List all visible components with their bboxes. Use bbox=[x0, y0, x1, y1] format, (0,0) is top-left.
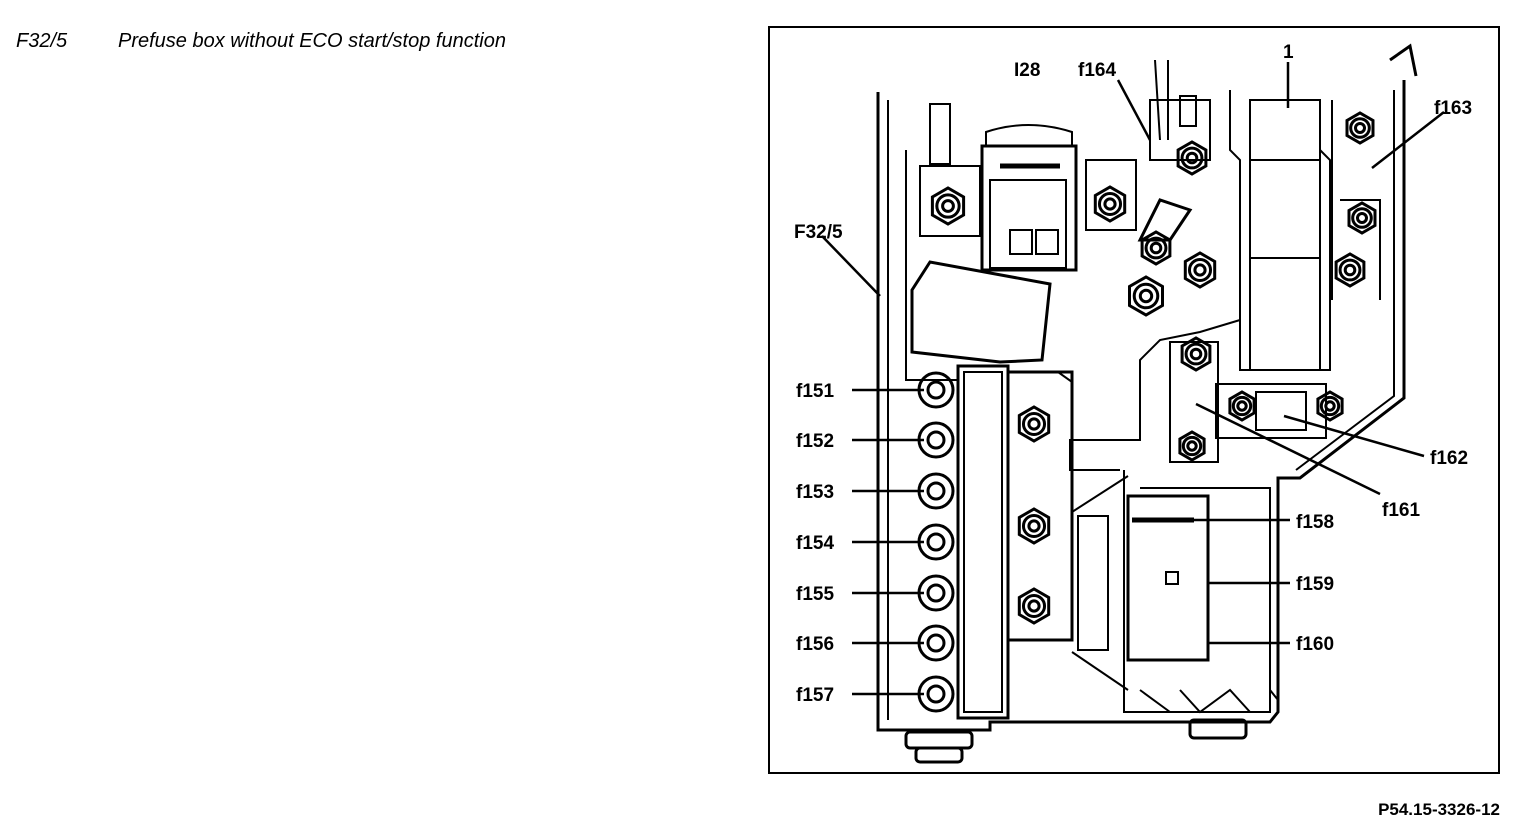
nut-core bbox=[1343, 263, 1357, 277]
label-f159: f159 bbox=[1296, 574, 1334, 595]
fuse-terminal-core bbox=[926, 583, 946, 603]
housing bbox=[876, 43, 1418, 732]
nut-core bbox=[1236, 400, 1248, 412]
nut-ring bbox=[1132, 282, 1160, 310]
hex-nut bbox=[1176, 140, 1208, 176]
hex-nut bbox=[1093, 185, 1127, 223]
hex-nut bbox=[1316, 390, 1344, 422]
nut-ring bbox=[1351, 207, 1373, 229]
nut-core bbox=[1103, 197, 1117, 211]
nut-core bbox=[1324, 400, 1336, 412]
label-f161: f161 bbox=[1382, 500, 1420, 521]
fuse-bank-body bbox=[256, 366, 1058, 718]
nut-ring bbox=[1231, 395, 1253, 417]
label-f152: f152 bbox=[796, 431, 834, 452]
label-f155: f155 bbox=[796, 584, 834, 605]
hex-nut bbox=[930, 186, 966, 226]
label-f162: f162 bbox=[1430, 448, 1468, 469]
figure-frame bbox=[768, 26, 1500, 774]
nut-ring bbox=[935, 193, 961, 219]
fuse-terminals bbox=[917, 371, 955, 713]
fuse-terminal-core bbox=[926, 633, 946, 653]
label-f156: f156 bbox=[796, 634, 834, 655]
nut-core bbox=[1189, 347, 1203, 361]
relay-module-i28 bbox=[980, 124, 1078, 272]
fuse-terminal-core bbox=[926, 532, 946, 552]
fuse-strip bbox=[956, 364, 1010, 720]
label-f164: f164 bbox=[1078, 60, 1116, 81]
figure-title: Prefuse box without ECO start/stop funct… bbox=[118, 30, 506, 52]
fuse-terminal-core bbox=[926, 430, 946, 450]
nut-core bbox=[1027, 519, 1041, 533]
label-f151: f151 bbox=[796, 381, 834, 402]
fuse-terminal bbox=[917, 574, 955, 612]
fuse-terminal-core bbox=[926, 380, 946, 400]
nut-ring bbox=[1184, 342, 1208, 366]
nut-ring bbox=[1021, 411, 1047, 437]
hex-nut bbox=[1345, 111, 1375, 145]
label-f32-5: F32/5 bbox=[794, 222, 843, 243]
fuse-terminal bbox=[917, 421, 955, 459]
nut-ring bbox=[1181, 435, 1203, 457]
callout-labels: F32/5 I28 f164 1 f163 f151 f152 f153 f15… bbox=[794, 42, 1472, 706]
nut-core bbox=[1356, 212, 1368, 224]
hex-nut bbox=[1334, 252, 1366, 288]
hex-nut bbox=[1017, 587, 1051, 625]
relay-area-f161-f162 bbox=[1169, 341, 1327, 463]
nut-core bbox=[1138, 288, 1154, 304]
fuse-terminal bbox=[917, 371, 955, 409]
nut-ring bbox=[1021, 593, 1047, 619]
label-1: 1 bbox=[1283, 42, 1294, 63]
nut-core bbox=[1193, 263, 1207, 277]
housing-feet bbox=[904, 718, 1248, 764]
label-f158: f158 bbox=[1296, 512, 1334, 533]
nut-core bbox=[1149, 241, 1163, 255]
nut-core bbox=[1027, 417, 1041, 431]
nut-core bbox=[1027, 599, 1041, 613]
hex-nut bbox=[1347, 201, 1377, 235]
label-f160: f160 bbox=[1296, 634, 1334, 655]
nut-ring bbox=[1338, 258, 1362, 282]
nut-ring bbox=[1097, 191, 1123, 217]
hex-nut bbox=[1017, 507, 1051, 545]
bus-bar bbox=[1006, 370, 1074, 642]
nut-ring bbox=[1180, 146, 1204, 170]
bolt-nuts bbox=[930, 111, 1377, 625]
nut-core bbox=[1186, 440, 1198, 452]
figure-code: F32/5 bbox=[16, 30, 68, 52]
hex-nut bbox=[1228, 390, 1256, 422]
nut-ring bbox=[1021, 513, 1047, 539]
nut-ring bbox=[1319, 395, 1341, 417]
label-f153: f153 bbox=[796, 482, 834, 503]
fuse-terminal bbox=[917, 523, 955, 561]
fuse-terminal-core bbox=[926, 684, 946, 704]
label-f157: f157 bbox=[796, 685, 834, 706]
nut-ring bbox=[1349, 117, 1371, 139]
fuse-terminal-core bbox=[926, 481, 946, 501]
nut-core bbox=[1185, 151, 1199, 165]
label-i28: I28 bbox=[1014, 60, 1040, 81]
upper-left-components bbox=[910, 59, 1211, 364]
hex-nut bbox=[1178, 430, 1206, 462]
fuse-terminal bbox=[917, 624, 955, 662]
nut-core bbox=[1354, 122, 1366, 134]
label-f154: f154 bbox=[796, 533, 834, 554]
hex-nut bbox=[1183, 251, 1217, 289]
hex-nut bbox=[1128, 275, 1164, 317]
nut-core bbox=[941, 199, 955, 213]
label-f163: f163 bbox=[1434, 98, 1472, 119]
hex-nut bbox=[1180, 336, 1212, 372]
hex-nut bbox=[1017, 405, 1051, 443]
fuse-terminal bbox=[917, 472, 955, 510]
fuse-block-f158-f160 bbox=[1071, 475, 1279, 714]
fuse-terminal bbox=[917, 675, 955, 713]
nut-ring bbox=[1144, 236, 1168, 260]
hex-nut bbox=[1140, 230, 1172, 266]
figure-reference-number: P54.15-3326-12 bbox=[1378, 800, 1500, 819]
nut-ring bbox=[1187, 257, 1213, 283]
leader-lines bbox=[821, 62, 1445, 696]
